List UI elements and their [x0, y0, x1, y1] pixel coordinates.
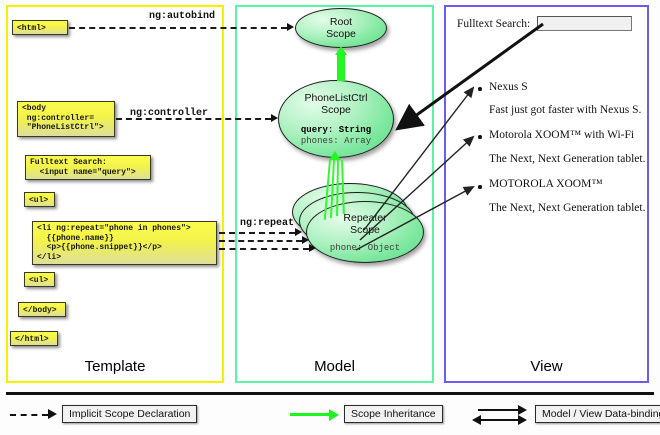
phonelistctrl-scope: PhoneListCtrl Scope query: String phones…	[278, 80, 394, 158]
phonelistctrl-prop-phones-value: Array	[344, 136, 372, 146]
legend-scope-inheritance-line	[290, 413, 330, 416]
phonelistctrl-prop-phones-key: phones:	[300, 136, 339, 146]
code-box-html-open: <html>	[12, 20, 68, 35]
ng-controller-arrowhead	[271, 114, 278, 122]
view-bullet-1	[478, 135, 482, 139]
repeater-prop-phone-value: Object	[367, 243, 401, 253]
code-box-body: <body ng:controller= "PhoneListCtrl">	[17, 101, 115, 137]
ng-repeat-line-3	[219, 248, 309, 250]
phonelistctrl-prop-query-value: String	[338, 125, 372, 135]
legend-data-binding-line-bottom	[478, 419, 520, 422]
repeater-scope-title-2: Scope	[350, 224, 380, 236]
view-panel: View	[444, 5, 649, 383]
scope-inheritance-arrow-root	[337, 55, 345, 81]
view-item-name-0: Nexus S	[489, 81, 528, 93]
phonelistctrl-scope-title-1: PhoneListCtrl	[304, 92, 368, 104]
ng-repeat-arrowhead-1	[295, 228, 302, 236]
ng-repeat-arrowhead-2	[302, 236, 309, 244]
ng-repeat-label: ng:repeat	[240, 218, 295, 229]
scope-inheritance-arrowhead-root	[335, 46, 347, 55]
ng-controller-label: ng:controller	[130, 108, 209, 119]
legend-data-binding-arrowhead-right-top	[518, 405, 527, 415]
view-bullet-0	[478, 87, 482, 91]
phonelistctrl-scope-title-2: Scope	[321, 104, 351, 116]
view-item-snippet-1: The Next, Next Generation tablet.	[489, 153, 646, 165]
fulltext-search-input[interactable]	[537, 16, 632, 31]
view-item-name-1: Motorola XOOM™ with Wi-Fi	[489, 129, 635, 141]
view-item-name-2: MOTOROLA XOOM™	[489, 178, 603, 190]
ng-autobind-label: ng:autobind	[149, 11, 216, 22]
model-panel-label: Model	[314, 358, 355, 375]
phonelistctrl-prop-phones: phones: Array	[279, 136, 393, 147]
phonelistctrl-prop-query: query: String	[279, 125, 393, 136]
code-box-search: Fulltext Search: <input name="query">	[25, 155, 151, 180]
ng-autobind-arrowhead	[287, 23, 294, 31]
ng-controller-line	[116, 118, 271, 120]
legend-implicit-scope-arrowhead	[48, 409, 57, 419]
view-item-snippet-2: The Next, Next Generation tablet.	[489, 202, 646, 214]
code-box-html-close: </html>	[10, 331, 58, 346]
scope-inheritance-arrowhead-phonelistctrl	[329, 151, 341, 160]
ng-repeat-arrowhead-3	[309, 244, 316, 252]
legend-implicit-scope: Implicit Scope Declaration	[62, 405, 198, 423]
ng-repeat-line-1	[219, 232, 295, 234]
legend-data-binding-line-top	[478, 409, 520, 412]
view-panel-label: View	[530, 358, 563, 375]
root-scope-title-2: Scope	[326, 28, 356, 40]
root-scope-title-1: Root	[329, 16, 353, 28]
code-box-ul-open: <ul>	[24, 192, 55, 207]
view-search-label: Fulltext Search:	[457, 18, 531, 30]
legend-scope-inheritance: Scope Inheritance	[344, 405, 443, 423]
template-panel-label: Template	[84, 358, 146, 375]
phonelistctrl-prop-query-key: query:	[300, 125, 334, 135]
code-box-li-repeat: <li ng:repeat="phone in phones"> {{phone…	[32, 221, 217, 265]
root-scope: Root Scope	[295, 8, 387, 48]
repeater-prop-phone-key: phone:	[329, 243, 363, 253]
view-item-snippet-0: Fast just got faster with Nexus S.	[489, 104, 642, 116]
ng-autobind-line	[69, 27, 287, 29]
ng-repeat-line-2	[219, 240, 302, 242]
legend-divider	[6, 392, 654, 395]
legend-implicit-scope-line	[10, 414, 48, 416]
code-box-body-close: </body>	[18, 302, 66, 317]
view-bullet-2	[478, 185, 482, 189]
code-box-ul-close: <ul>	[24, 272, 55, 287]
legend-data-binding: Model / View Data-binding	[535, 405, 660, 423]
legend-data-binding-arrowhead-right-bottom	[518, 415, 527, 425]
legend-scope-inheritance-arrowhead	[329, 409, 339, 421]
legend-data-binding-arrowhead-left	[472, 415, 481, 425]
